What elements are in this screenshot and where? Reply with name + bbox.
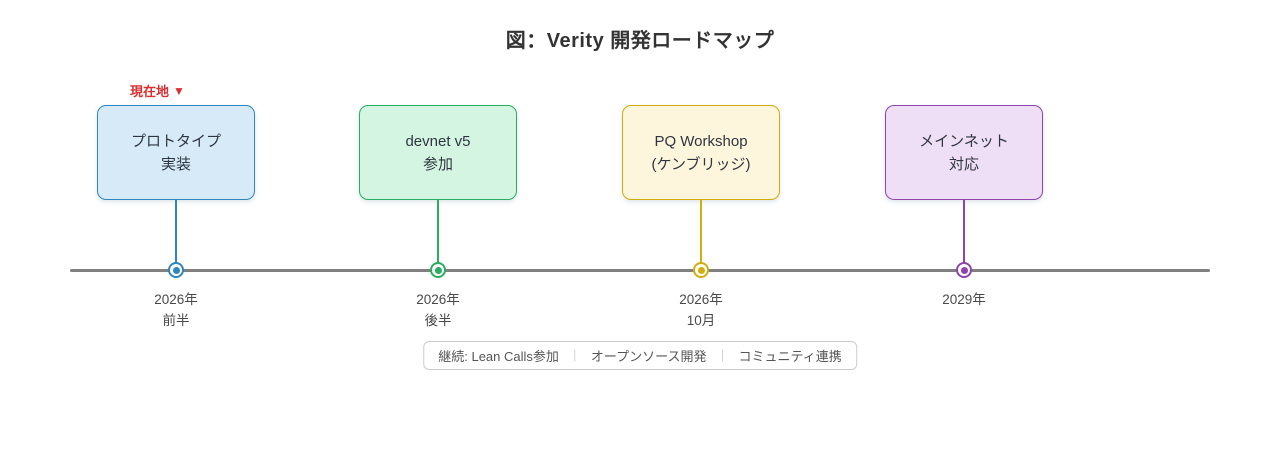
- marker-dot: [172, 266, 180, 274]
- down-triangle-icon: ▼: [173, 83, 185, 98]
- milestone-label-line1: メインネット: [919, 132, 1009, 150]
- note-item-lean-calls: 継続: Lean Calls参加: [438, 349, 559, 364]
- milestone-label-line1: PQ Workshop: [654, 132, 748, 150]
- current-location-label: 現在地 ▼: [130, 81, 185, 100]
- connector-line: [175, 200, 177, 270]
- date-line1: 2026年: [679, 292, 723, 307]
- milestone-date: 2026年 前半: [106, 289, 246, 331]
- date-line2: 前半: [162, 313, 190, 328]
- date-line1: 2026年: [416, 292, 460, 307]
- milestone-date: 2026年 後半: [368, 289, 508, 331]
- timeline-marker: [168, 262, 184, 278]
- marker-dot: [960, 266, 968, 274]
- milestone-label-line2: 対応: [948, 155, 979, 173]
- ongoing-activities-note: 継続: Lean Calls参加 ｜ オープンソース開発 ｜ コミュニティ連携: [423, 341, 857, 370]
- date-line2: 10月: [686, 313, 716, 328]
- date-line1: 2026年: [154, 292, 198, 307]
- milestone-box: PQ Workshop (ケンブリッジ): [622, 105, 780, 200]
- connector-line: [700, 200, 702, 270]
- milestone-label-line2: (ケンブリッジ): [651, 155, 751, 173]
- milestone-date: 2029年: [894, 289, 1034, 310]
- marker-dot: [697, 266, 705, 274]
- timeline-marker: [430, 262, 446, 278]
- note-separator: ｜: [716, 349, 729, 363]
- milestone-box: devnet v5 参加: [359, 105, 517, 200]
- milestone-label-line1: devnet v5: [405, 132, 471, 150]
- timeline-marker: [956, 262, 972, 278]
- current-location-text: 現在地: [130, 84, 170, 99]
- note-item-community: コミュニティ連携: [738, 349, 842, 364]
- note-separator: ｜: [568, 349, 581, 363]
- connector-line: [963, 200, 965, 270]
- milestone-box: プロトタイプ 実装: [97, 105, 255, 200]
- timeline-axis: [70, 269, 1210, 272]
- milestone-label-line1: プロトタイプ: [130, 132, 221, 150]
- timeline-marker: [693, 262, 709, 278]
- connector-line: [437, 200, 439, 270]
- milestone-label-line2: 実装: [160, 155, 191, 173]
- milestone-label-line2: 参加: [422, 155, 453, 173]
- note-item-open-source: オープンソース開発: [590, 349, 707, 364]
- date-line2: 後半: [424, 313, 452, 328]
- milestone-box: メインネット 対応: [885, 105, 1043, 200]
- diagram-title: 図：Verity 開発ロードマップ: [505, 30, 775, 52]
- milestone-date: 2026年 10月: [631, 289, 771, 331]
- marker-dot: [434, 266, 442, 274]
- date-line1: 2029年: [942, 292, 986, 307]
